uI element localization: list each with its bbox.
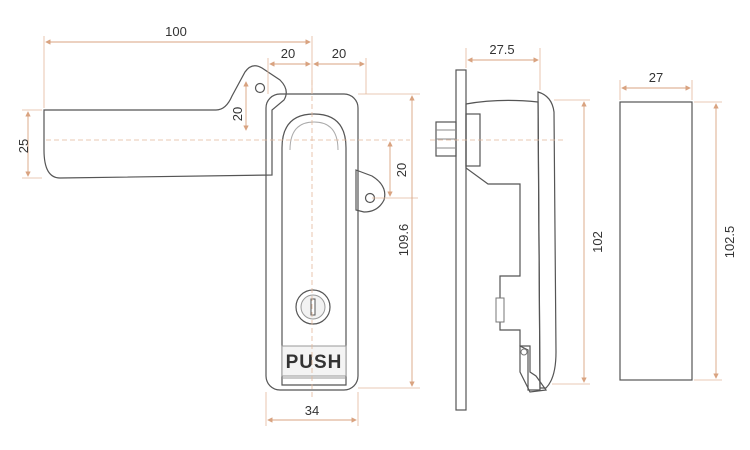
side-view <box>430 69 566 411</box>
dim-front-left-inner: 20 <box>230 107 245 121</box>
side-bezel <box>537 91 557 389</box>
panel-plate <box>455 69 467 411</box>
dim-side-height: 102 <box>590 231 605 253</box>
side-housing <box>465 99 541 391</box>
lever-groove <box>289 121 339 151</box>
end-dimensions: 27 102.5 <box>619 70 737 381</box>
push-plate <box>281 345 347 377</box>
front-dimensions: 100 20 20 25 20 20 109.6 34 <box>16 24 420 426</box>
push-label: PUSH <box>286 352 343 373</box>
dim-end-top-width: 27 <box>649 70 663 85</box>
keyhole-icon <box>310 298 316 316</box>
dim-side-top-width: 27.5 <box>489 42 514 57</box>
key-cylinder <box>295 289 331 325</box>
latch-cam <box>519 345 548 393</box>
end-block <box>619 101 693 381</box>
dim-front-bottom-width: 34 <box>305 403 319 418</box>
dim-front-total-width: 100 <box>165 24 187 39</box>
side-dimensions: 27.5 102 <box>465 42 605 385</box>
mount-tab-right <box>355 169 386 213</box>
dim-end-height: 102.5 <box>722 226 737 259</box>
mount-hole-top <box>254 82 266 94</box>
front-view: PUSH <box>43 65 386 391</box>
end-view <box>619 101 693 381</box>
dim-front-top-right: 20 <box>332 46 346 61</box>
dim-front-right-small: 20 <box>394 163 409 177</box>
handle-lever <box>281 113 347 386</box>
latch-pin <box>520 348 528 356</box>
dim-front-height: 109.6 <box>396 224 411 257</box>
dim-front-top-mid: 20 <box>281 46 295 61</box>
dim-front-left-height: 25 <box>16 139 31 153</box>
handle-arm <box>43 65 287 179</box>
latch-slot <box>495 297 505 323</box>
